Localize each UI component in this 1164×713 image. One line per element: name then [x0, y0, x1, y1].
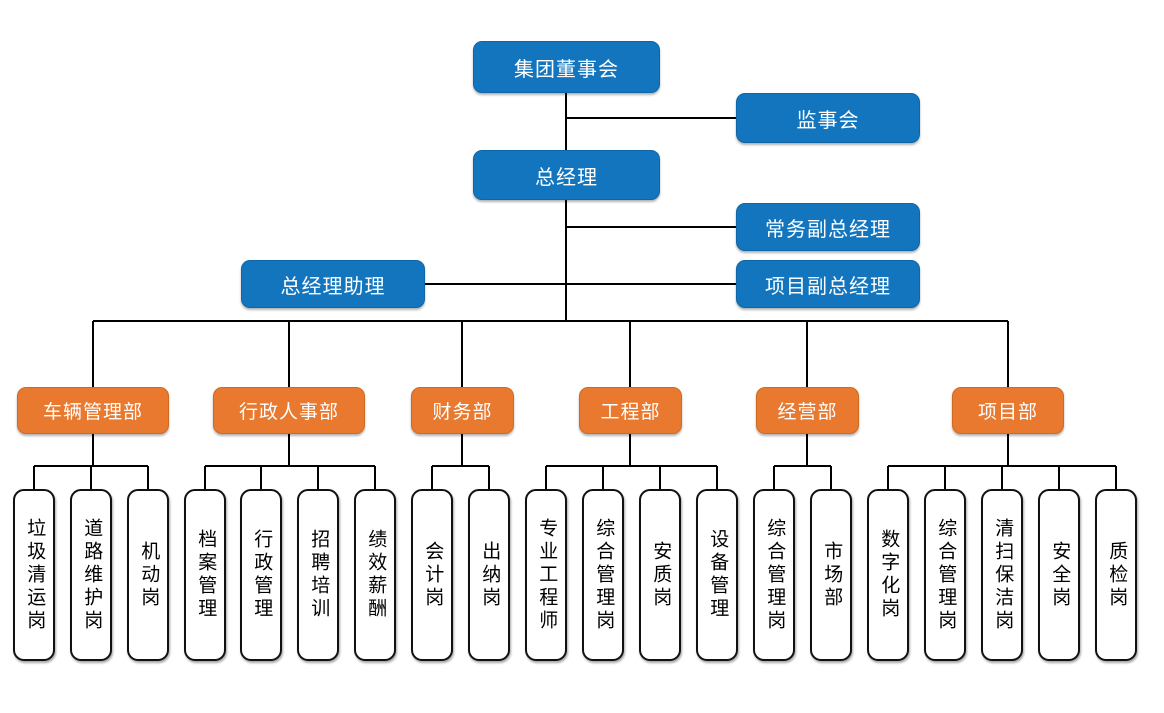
node-project-vice-general-manager[interactable]: 项目副总经理: [736, 260, 920, 308]
node-post-administration-label: 行政管理: [251, 529, 273, 621]
node-post-administration[interactable]: 行政管理: [240, 489, 282, 661]
node-post-equipment-management-label: 设备管理: [707, 529, 729, 621]
node-department-project[interactable]: 项目部: [952, 387, 1064, 434]
node-post-recruitment-training[interactable]: 招聘培训: [297, 489, 339, 661]
node-department-admin-hr-label: 行政人事部: [238, 402, 339, 423]
node-post-archive-management-label: 档案管理: [195, 529, 217, 621]
node-post-recruitment-training-label: 招聘培训: [308, 529, 330, 621]
node-post-flexible-duty[interactable]: 机动岗: [127, 489, 169, 661]
node-post-cashier[interactable]: 出纳岗: [468, 489, 510, 661]
node-board[interactable]: 集团董事会: [473, 41, 660, 93]
node-post-general-management-project-label: 综合管理岗: [935, 517, 957, 633]
node-post-marketing[interactable]: 市场部: [810, 489, 852, 661]
node-post-cleaning-label: 清扫保洁岗: [992, 517, 1014, 633]
node-post-general-management-engineering[interactable]: 综合管理岗: [582, 489, 624, 661]
node-board-label: 集团董事会: [514, 58, 619, 81]
node-post-waste-removal-label: 垃圾清运岗: [24, 517, 46, 633]
node-post-professional-engineer-label: 专业工程师: [536, 517, 558, 633]
node-post-quality-inspection[interactable]: 质检岗: [1095, 489, 1137, 661]
node-project-vice-general-manager-label: 项目副总经理: [765, 275, 891, 298]
node-post-general-management-engineering-label: 综合管理岗: [593, 517, 615, 633]
node-department-vehicle[interactable]: 车辆管理部: [17, 387, 169, 434]
node-post-accounting-label: 会计岗: [422, 540, 444, 610]
node-post-archive-management[interactable]: 档案管理: [184, 489, 226, 661]
node-department-vehicle-label: 车辆管理部: [42, 402, 143, 423]
node-executive-vice-general-manager-label: 常务副总经理: [765, 218, 891, 241]
node-post-general-management-business[interactable]: 综合管理岗: [753, 489, 795, 661]
node-general-manager[interactable]: 总经理: [473, 150, 660, 200]
node-post-quality-inspection-label: 质检岗: [1106, 540, 1128, 610]
node-department-engineering-label: 工程部: [600, 402, 661, 423]
node-post-safety-label: 安全岗: [1049, 540, 1071, 610]
node-post-road-maintenance-label: 道路维护岗: [81, 517, 103, 633]
node-department-engineering[interactable]: 工程部: [579, 387, 682, 434]
node-post-cleaning[interactable]: 清扫保洁岗: [981, 489, 1023, 661]
node-department-business-label: 经营部: [777, 402, 838, 423]
node-department-admin-hr[interactable]: 行政人事部: [213, 387, 365, 434]
node-supervisory-board-label: 监事会: [796, 109, 860, 132]
node-executive-vice-general-manager[interactable]: 常务副总经理: [736, 203, 920, 251]
node-department-project-label: 项目部: [977, 402, 1038, 423]
node-department-finance-label: 财务部: [432, 402, 493, 423]
node-post-flexible-duty-label: 机动岗: [138, 540, 160, 610]
node-post-marketing-label: 市场部: [821, 540, 843, 610]
node-post-general-management-project[interactable]: 综合管理岗: [924, 489, 966, 661]
node-post-waste-removal[interactable]: 垃圾清运岗: [13, 489, 55, 661]
node-post-equipment-management[interactable]: 设备管理: [696, 489, 738, 661]
node-post-performance-compensation-label: 绩效薪酬: [365, 529, 387, 621]
node-general-manager-assistant-label: 总经理助理: [280, 275, 386, 298]
node-general-manager-assistant[interactable]: 总经理助理: [241, 260, 425, 308]
node-post-safety-quality[interactable]: 安质岗: [639, 489, 681, 661]
node-post-digitalization[interactable]: 数字化岗: [867, 489, 909, 661]
node-post-performance-compensation[interactable]: 绩效薪酬: [354, 489, 396, 661]
node-general-manager-label: 总经理: [535, 166, 598, 189]
node-post-accounting[interactable]: 会计岗: [411, 489, 453, 661]
node-post-safety-quality-label: 安质岗: [650, 540, 672, 610]
node-post-cashier-label: 出纳岗: [479, 540, 501, 610]
node-post-digitalization-label: 数字化岗: [878, 529, 900, 621]
node-department-business[interactable]: 经营部: [756, 387, 859, 434]
node-post-road-maintenance[interactable]: 道路维护岗: [70, 489, 112, 661]
node-supervisory-board[interactable]: 监事会: [736, 93, 920, 143]
node-post-professional-engineer[interactable]: 专业工程师: [525, 489, 567, 661]
node-post-general-management-business-label: 综合管理岗: [764, 517, 786, 633]
node-department-finance[interactable]: 财务部: [411, 387, 514, 434]
node-post-safety[interactable]: 安全岗: [1038, 489, 1080, 661]
